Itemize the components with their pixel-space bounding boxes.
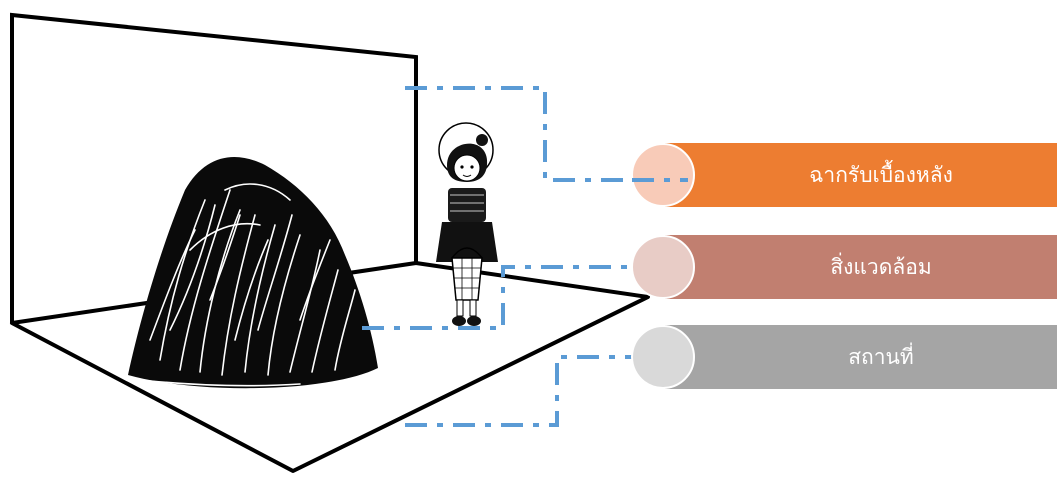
- label-environment-text: สิ่งแวดล้อม: [790, 251, 931, 284]
- label-circle-location: [631, 325, 695, 389]
- label-backdrop-text: ฉากรับเบื้องหลัง: [769, 159, 953, 192]
- label-band-environment: สิ่งแวดล้อม: [665, 235, 1057, 299]
- label-band-location: สถานที่: [665, 325, 1057, 389]
- haystack-illustration: [128, 157, 378, 390]
- label-circle-environment: [631, 235, 695, 299]
- label-circle-backdrop: [631, 143, 695, 207]
- label-band-backdrop: ฉากรับเบื้องหลัง: [665, 143, 1057, 207]
- label-location-text: สถานที่: [808, 341, 914, 374]
- girl-figure-illustration: [436, 123, 498, 326]
- connector-location: [405, 357, 632, 425]
